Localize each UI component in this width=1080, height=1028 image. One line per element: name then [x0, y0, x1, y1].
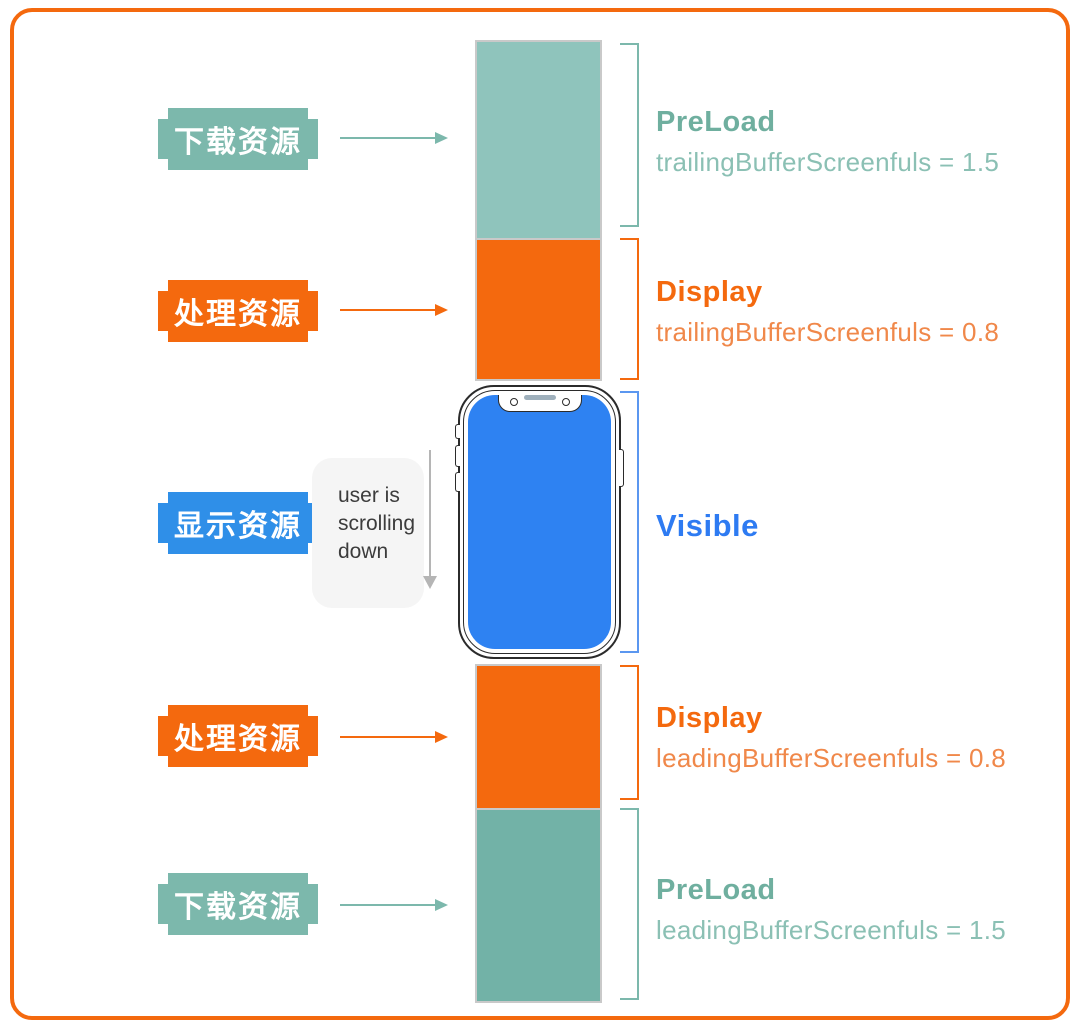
bracket-display-trailing: [620, 238, 639, 380]
tag-shape-top: [168, 108, 308, 121]
tag-shape-bot: [168, 754, 308, 767]
tag-process-resources-bottom: 处理资源: [158, 705, 318, 767]
phone-mute-switch: [455, 424, 460, 439]
label-display-trailing: Display trailingBufferScreenfuls = 0.8: [656, 276, 999, 348]
arrow-right-icon: [340, 731, 448, 743]
arrowhead-icon: [435, 731, 448, 743]
label-title: PreLoad: [656, 874, 776, 906]
camera-icon: [509, 398, 518, 406]
tag-shape-top: [168, 705, 308, 718]
tag-shape-bot: [168, 157, 308, 170]
bracket-preload-trailing: [620, 43, 639, 227]
tag-label: 下载资源: [174, 891, 302, 924]
tag-shape-bot: [168, 922, 308, 935]
tag-shape-top: [168, 492, 308, 505]
phone-outline: [455, 385, 624, 659]
arrow-right-icon: [340, 304, 448, 316]
phone-volume-down-button: [455, 472, 460, 492]
arrow-right-icon: [340, 132, 448, 144]
tag-shape-bot: [168, 541, 308, 554]
tag-shape-top: [168, 280, 308, 293]
tag-process-resources-top: 处理资源: [158, 280, 318, 342]
content-strip-upper: [475, 40, 602, 381]
phone-visible-screen: [468, 395, 611, 649]
phone-power-button: [619, 449, 624, 487]
tag-shape-mid: [158, 884, 318, 924]
phone-notch: [497, 395, 582, 412]
label-title: Visible: [656, 508, 759, 543]
tag-shape-mid: [158, 716, 318, 756]
speaker-icon: [523, 395, 556, 400]
tag-download-resources-top: 下载资源: [158, 108, 318, 170]
arrowhead-icon: [435, 899, 448, 911]
arrowhead-icon: [435, 132, 448, 144]
arrow-down-icon: [423, 450, 437, 589]
label-title: PreLoad: [656, 106, 776, 138]
preload-leading-segment: [477, 808, 600, 1001]
tag-label: 处理资源: [174, 298, 302, 331]
tag-label: 处理资源: [174, 723, 302, 756]
display-leading-segment: [477, 666, 600, 808]
label-subtitle: leadingBufferScreenfuls = 0.8: [656, 743, 1007, 773]
label-title: Display: [656, 276, 763, 308]
arrowhead-icon: [423, 576, 437, 589]
label-subtitle: trailingBufferScreenfuls = 1.5: [656, 147, 1000, 177]
display-trailing-segment: [477, 238, 600, 379]
label-title: Display: [656, 702, 763, 734]
tag-shape-mid: [158, 503, 318, 543]
label-subtitle: trailingBufferScreenfuls = 0.8: [656, 317, 1000, 347]
tag-shape-bot: [168, 329, 308, 342]
arrowhead-icon: [435, 304, 448, 316]
tag-shape-top: [168, 873, 308, 886]
sensor-icon: [561, 398, 570, 406]
tag-label: 显示资源: [174, 510, 302, 543]
content-strip-lower: [475, 664, 602, 1003]
bracket-visible: [620, 391, 639, 653]
tag-show-resources: 显示资源: [158, 492, 318, 554]
tag-label: 下载资源: [174, 126, 302, 159]
label-preload-trailing: PreLoad trailingBufferScreenfuls = 1.5: [656, 106, 999, 178]
scroll-note-line: scrolling: [338, 512, 416, 535]
label-display-leading: Display leadingBufferScreenfuls = 0.8: [656, 702, 1006, 774]
tag-shape-mid: [158, 119, 318, 159]
phone-bezel: [463, 390, 616, 654]
bracket-display-leading: [620, 665, 639, 800]
tag-download-resources-bottom: 下载资源: [158, 873, 318, 935]
label-preload-leading: PreLoad leadingBufferScreenfuls = 1.5: [656, 874, 1006, 946]
preload-trailing-segment: [477, 42, 600, 238]
scroll-note-line: user is: [338, 484, 400, 507]
tag-shape-mid: [158, 291, 318, 331]
label-visible: Visible: [656, 508, 759, 544]
label-subtitle: leadingBufferScreenfuls = 1.5: [656, 915, 1007, 945]
arrow-right-icon: [340, 899, 448, 911]
phone-volume-up-button: [455, 445, 460, 467]
bracket-preload-leading: [620, 808, 639, 1000]
scroll-note-line: down: [338, 540, 389, 563]
scroll-note-bubble: user is scrolling down: [312, 458, 424, 608]
